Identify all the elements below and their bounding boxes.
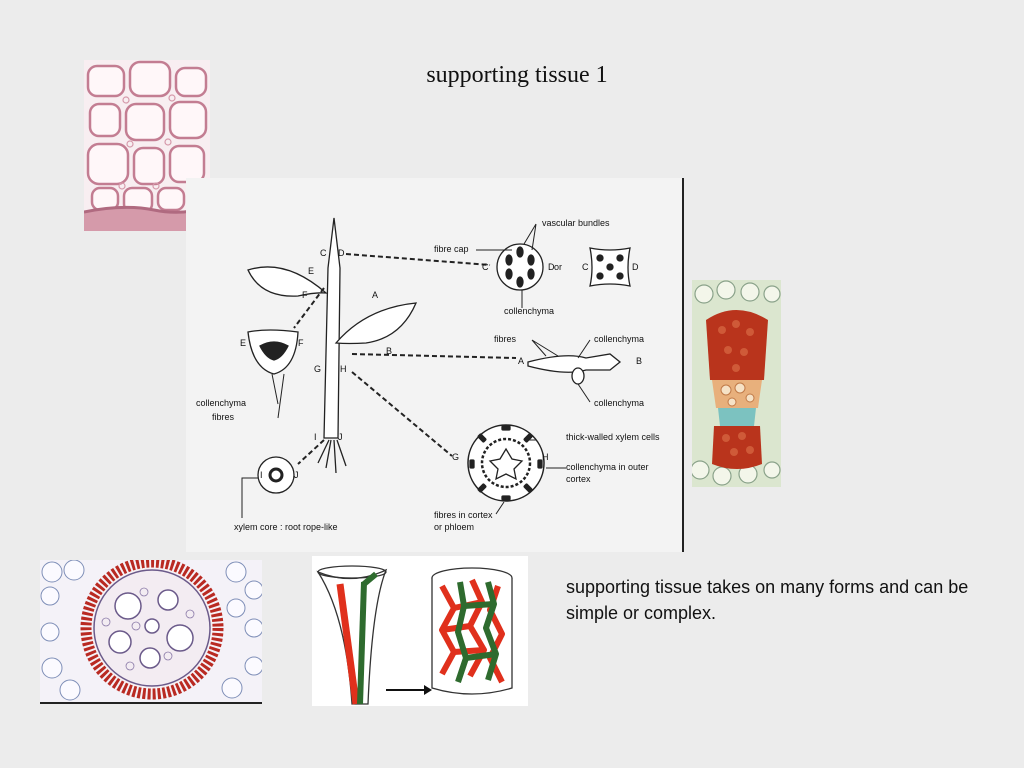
letter-c-section-2: C [582,262,589,272]
letter-b-section: B [636,356,643,366]
letter-d-section-2: D [632,262,639,272]
label-fibres-cortex-2: or phloem [434,522,475,532]
vascular-bundle-micrograph [692,280,781,487]
letter-a-section: A [518,356,525,366]
label-thick-walled-xylem: thick-walled xylem cells [566,432,660,442]
label-or: or [554,262,563,272]
letter-h-section: H [542,452,549,462]
slide-title: supporting tissue 1 [426,62,608,88]
label-fibres-leaf: fibres [494,334,517,344]
supporting-tissue-diagram: vascular bundles fibre cap or collenchym… [186,178,684,552]
root-cross-section-micrograph [40,560,262,704]
letter-c-stem: C [320,248,327,258]
letter-f-stem: F [302,290,308,300]
label-xylem-core: xylem core : root rope-like [234,522,338,532]
xylem-thickening-image [312,556,528,706]
letter-g-section: G [452,452,460,462]
label-fibre-cap: fibre cap [434,244,469,254]
letter-g-stem: G [314,364,322,374]
letter-j-section: J [294,470,299,480]
parenchyma-micrograph [84,60,210,231]
letter-f-section: F [298,338,304,348]
letter-h-stem: H [340,364,347,374]
label-collenchyma-midrib: collenchyma [594,398,645,408]
vascular-bundle-image [692,280,781,487]
diagram-labels: vascular bundles fibre cap or collenchym… [186,178,682,552]
letter-a-stem: A [372,290,379,300]
label-collenchyma-outer-2: cortex [566,474,591,484]
label-vascular-bundles: vascular bundles [542,218,610,228]
slide-caption: supporting tissue takes on many forms an… [566,577,969,623]
root-cross-section-image [40,560,262,702]
diagram-canvas [241,217,631,518]
label-collenchyma-e: collenchyma [196,398,247,408]
label-collenchyma-top: collenchyma [504,306,555,316]
label-collenchyma-outer-1: collenchyma in outer [566,462,649,472]
letter-i-section: I [260,470,263,480]
letter-c-section: C [482,262,489,272]
label-collenchyma-leaf: collenchyma [594,334,645,344]
label-fibres-cortex-1: fibres in cortex [434,510,493,520]
letter-b-stem: B [386,346,393,356]
letter-j-stem: J [338,432,343,442]
letter-i-stem: I [314,432,317,442]
letter-e-stem: E [308,266,315,276]
letter-d-section: D [548,262,555,272]
label-fibres-e: fibres [212,412,235,422]
letter-d-stem: D [338,248,345,258]
xylem-thickening-diagram [312,556,528,706]
letter-e-section: E [240,338,247,348]
